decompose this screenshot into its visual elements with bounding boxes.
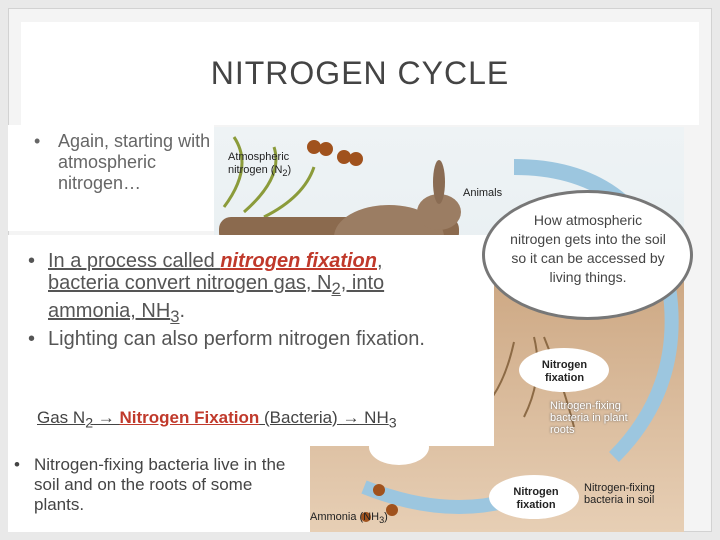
bullet1-panel xyxy=(8,125,214,231)
fixing-soil-label: Nitrogen-fixing bacteria in soil xyxy=(584,482,655,506)
rabbit-ear xyxy=(433,160,445,204)
fixing-roots-label: Nitrogen-fixing bacteria in plant roots xyxy=(550,400,628,436)
fixation-oval-1 xyxy=(519,348,609,392)
bullet-2: • In a process called nitrogen fixation,… xyxy=(28,250,458,350)
main-text-panel xyxy=(8,235,494,446)
bullet-2-line: • In a process called nitrogen fixation,… xyxy=(28,250,385,326)
animals-label: Animals xyxy=(463,187,503,199)
fixation-label-2: Nitrogen fixation xyxy=(513,486,559,511)
callout-circle xyxy=(482,190,693,320)
bullet-4-text: Nitrogen-fixing bacteria live in the soi… xyxy=(34,455,286,514)
seed-pod xyxy=(307,140,321,154)
fixation-label-1: Nitrogen fixation xyxy=(541,359,588,384)
bacteria-nodule xyxy=(361,512,371,522)
bacteria-nodule xyxy=(386,504,398,516)
bullet-3: • Lighting can also perform nitrogen fix… xyxy=(28,328,458,350)
bullet-3-text: Lighting can also perform nitrogen fixat… xyxy=(48,328,425,350)
title-box: NITROGEN CYCLE xyxy=(21,22,699,125)
bullet-1: • Again, starting with atmospheric nitro… xyxy=(34,131,214,194)
callout-text: How atmospheric nitrogen gets into the s… xyxy=(510,212,666,285)
slide-title: NITROGEN CYCLE xyxy=(210,55,510,91)
seed-pod xyxy=(319,142,333,156)
cycle-arrow-right xyxy=(609,285,679,462)
rabbit-head xyxy=(417,194,461,230)
seed-pod xyxy=(349,152,363,166)
bullet-1-text: Again, starting with atmospheric nitroge… xyxy=(58,131,211,193)
equation-line: Gas N2 → Nitrogen Fixation (Bacteria) → … xyxy=(37,408,397,432)
nitrogen-fixation-term: nitrogen fixation xyxy=(220,250,377,272)
ammonia-label: Ammonia (NH3) xyxy=(310,511,388,526)
fixation-oval-2 xyxy=(489,475,579,519)
bottom-text-panel xyxy=(8,446,310,532)
grass xyxy=(222,136,316,219)
bacteria-nodule xyxy=(373,484,385,496)
seed-pod xyxy=(337,150,351,164)
equation-process: Nitrogen Fixation xyxy=(119,408,260,427)
atmospheric-label: Atmospheric nitrogen (N2) xyxy=(228,151,292,179)
bullet-4: • Nitrogen-fixing bacteria live in the s… xyxy=(14,455,304,515)
